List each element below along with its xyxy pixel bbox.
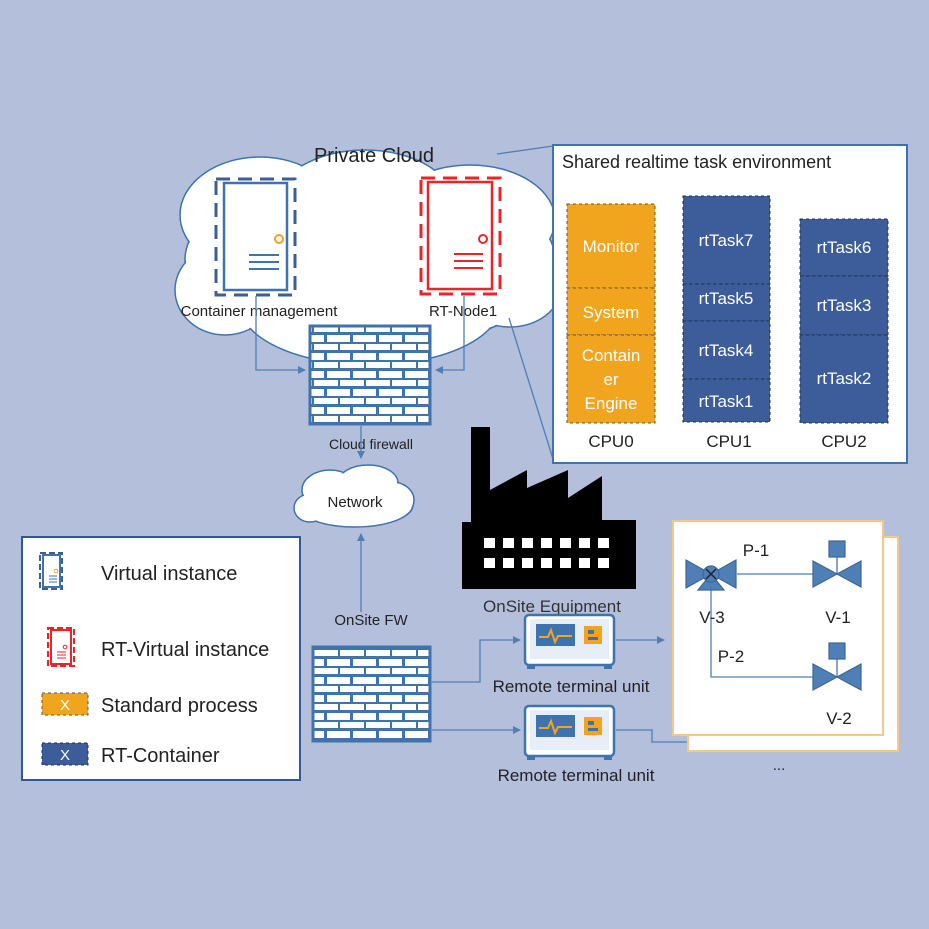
cloud-firewall-label: Cloud firewall	[329, 436, 413, 452]
rt-node1-server-icon	[419, 176, 502, 296]
network-cloud-icon: Network	[293, 464, 415, 528]
pipe-p2-label: P-2	[718, 647, 744, 666]
cpu1-rttask1: rtTask1	[699, 392, 754, 411]
valve-v3-label: V-3	[699, 608, 725, 627]
pipe-p1-label: P-1	[743, 541, 769, 560]
rtu-1-icon	[523, 613, 616, 669]
factory-icon	[462, 427, 636, 589]
rtu-1-label: Remote terminal unit	[493, 677, 650, 696]
legend-rt-container-swatch: X	[41, 742, 89, 766]
cpu0-column: Monitor System Contain er Engine CPU0	[566, 203, 656, 451]
legend: Virtual instance RT-Virtual instance X S…	[21, 536, 301, 781]
valve-v1-icon	[812, 540, 862, 589]
container-management-server-icon	[214, 177, 297, 297]
cpu2-rttask3: rtTask3	[817, 296, 872, 315]
container-management-label: Container management	[181, 303, 339, 320]
cpu0-label: CPU0	[588, 432, 633, 451]
cloud-connectors	[255, 145, 554, 460]
legend-standard-process-marker: X	[60, 697, 70, 714]
valve-v2-label: V-2	[826, 709, 852, 728]
process-panel: V-3 V-1 V-2 P-1 P-2	[672, 520, 899, 752]
cloud-firewall-icon	[308, 324, 432, 426]
cpu2-rttask6: rtTask6	[817, 238, 872, 257]
valve-v3-icon	[685, 558, 737, 591]
legend-rt-virtual-instance-label: RT-Virtual instance	[101, 639, 269, 661]
cpu1-column: rtTask7 rtTask5 rtTask4 rtTask1 CPU1	[682, 195, 771, 451]
legend-virtual-instance-icon	[39, 552, 63, 590]
cpu2-column: rtTask6 rtTask3 rtTask2 CPU2	[799, 218, 889, 451]
legend-standard-process-label: Standard process	[101, 695, 258, 717]
cpu2-label: CPU2	[821, 432, 866, 451]
cpu0-engine-line1: Contain	[582, 346, 641, 365]
cpu0-monitor: Monitor	[583, 237, 640, 256]
cloud-title: Private Cloud	[314, 145, 434, 167]
onsite-equipment-label: OnSite Equipment	[483, 597, 621, 616]
cpu0-system: System	[583, 303, 640, 322]
valve-v1-label: V-1	[825, 608, 851, 627]
legend-rt-container-marker: X	[60, 747, 70, 764]
rt-env-title: Shared realtime task environment	[562, 152, 831, 172]
cpu1-rttask7: rtTask7	[699, 231, 754, 250]
onsite-firewall-icon	[311, 645, 432, 743]
legend-virtual-instance-label: Virtual instance	[101, 563, 237, 585]
valve-v2-icon	[812, 642, 862, 692]
cpu0-engine-line3: Engine	[585, 394, 638, 413]
cpu1-rttask5: rtTask5	[699, 289, 754, 308]
cpu1-label: CPU1	[706, 432, 751, 451]
legend-rt-virtual-instance-icon	[47, 627, 75, 667]
cpu1-rttask4: rtTask4	[699, 341, 754, 360]
legend-rt-container-label: RT-Container	[101, 745, 220, 767]
onsite-fw-label: OnSite FW	[334, 612, 408, 629]
rt-node1-label: RT-Node1	[429, 303, 497, 320]
more-units-ellipsis: ...	[773, 757, 786, 774]
legend-standard-process-swatch: X	[41, 692, 89, 716]
process-pipes	[710, 573, 816, 678]
cpu2-rttask2: rtTask2	[817, 369, 872, 388]
network-label: Network	[327, 494, 383, 511]
rtu-2-icon	[523, 704, 616, 760]
rtu-2-label: Remote terminal unit	[498, 766, 655, 785]
onsite-connectors	[432, 636, 690, 743]
cpu0-engine-line2: er	[603, 370, 618, 389]
rt-environment-panel: Shared realtime task environment Monitor…	[552, 144, 908, 464]
